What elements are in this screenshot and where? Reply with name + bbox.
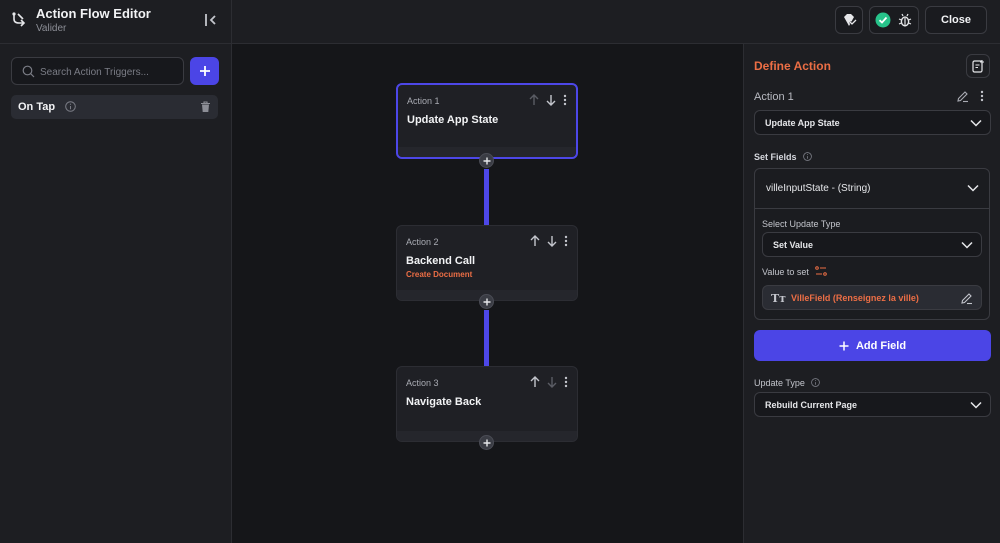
panel-title: Define Action [754,59,831,73]
field-config: villeInputState - (String) Select Update… [754,168,990,320]
action-number: Action 2 [406,237,439,247]
update-type-select[interactable]: Set Value [762,232,982,257]
trash-icon[interactable] [200,101,211,113]
trigger-label: On Tap [18,101,56,113]
add-field-button[interactable]: Add Field [754,330,991,361]
value-to-set-label: Value to set [762,266,828,277]
action-type-value: Update App State [765,118,840,128]
more-vertical-icon[interactable] [979,90,985,102]
arrow-down-icon[interactable] [545,94,557,106]
field-header[interactable]: villeInputState - (String) [755,169,989,209]
plus-icon [483,298,490,305]
action-title: Backend Call [406,255,476,267]
field-name: villeInputState - (String) [766,183,871,194]
trigger-item-on-tap[interactable]: On Tap [11,95,218,119]
set-fields-label: Set Fields [754,152,812,162]
info-icon[interactable] [803,152,812,161]
add-action-node[interactable] [479,153,494,168]
validate-debug-button[interactable] [869,6,919,34]
plus-icon [483,157,490,164]
action-type-select[interactable]: Update App State [754,110,991,135]
value-field[interactable]: Tт VilleField (Renseignez la ville) [762,285,982,310]
action-subtitle: Create Document [406,270,473,279]
docs-button[interactable] [966,54,990,78]
text-type-icon: Tт [771,292,787,305]
plus-icon [839,341,849,350]
triggers-panel: On Tap [0,44,232,543]
divider [231,0,232,44]
flow-canvas: Action 1 Update App State Action 2 Backe… [232,44,743,543]
arrow-up-icon[interactable] [528,94,540,106]
rebuild-type-select[interactable]: Rebuild Current Page [754,392,991,417]
action-card-2[interactable]: Action 2 Backend Call Create Document [396,225,578,301]
search-icon [22,65,35,78]
chevron-down-icon [970,401,982,409]
update-type-label: Update Type [754,378,821,388]
action-label: Action 1 [754,91,794,103]
arrow-up-icon[interactable] [529,376,541,388]
chevron-down-icon [970,119,982,127]
update-type-value: Set Value [773,240,814,250]
add-trigger-button[interactable] [190,57,219,85]
arrow-down-icon[interactable] [546,376,558,388]
add-field-label: Add Field [855,339,907,352]
add-action-node[interactable] [479,294,494,309]
action-card-3[interactable]: Action 3 Navigate Back [396,366,578,442]
close-button[interactable]: Close [925,6,987,34]
action-number: Action 3 [406,378,439,388]
arrow-down-icon[interactable] [546,235,558,247]
rebuild-type-value: Rebuild Current Page [765,400,858,410]
variable-icon[interactable] [815,266,828,276]
value-text: VilleField (Renseignez la ville) [791,293,919,303]
bug-icon [898,13,912,27]
connector-line [484,169,489,225]
info-icon[interactable] [65,101,76,112]
edit-icon[interactable] [960,292,973,305]
plus-icon [483,439,490,446]
more-vertical-icon[interactable] [563,235,569,247]
edit-icon[interactable] [956,90,969,103]
chevron-down-icon [961,241,973,249]
plus-icon [199,66,210,76]
info-icon[interactable] [811,378,821,387]
define-action-panel: Define Action Action 1 Update App State … [743,44,1000,543]
card-footer [398,147,576,157]
search-field[interactable] [11,57,184,85]
action-card-1[interactable]: Action 1 Update App State [396,83,578,159]
action-number: Action 1 [407,96,440,106]
page-subtitle: Valider [36,23,67,34]
add-action-node[interactable] [479,435,494,450]
check-circle-icon [875,12,891,28]
top-bar: Action Flow Editor Valider Close [0,0,1000,44]
optimize-button[interactable] [835,6,863,34]
arrow-up-icon[interactable] [529,235,541,247]
page-title: Action Flow Editor [36,6,151,21]
chevron-down-icon [967,184,979,192]
connector-line [484,310,489,366]
document-add-icon [972,60,984,73]
search-input[interactable] [40,63,180,81]
more-vertical-icon[interactable] [562,94,568,106]
gem-check-icon [844,14,857,26]
collapse-sidebar-icon[interactable] [202,11,220,29]
select-update-type-label: Select Update Type [762,219,841,229]
action-title: Navigate Back [406,396,482,408]
flow-icon [12,12,26,27]
action-title: Update App State [407,114,499,126]
more-vertical-icon[interactable] [563,376,569,388]
